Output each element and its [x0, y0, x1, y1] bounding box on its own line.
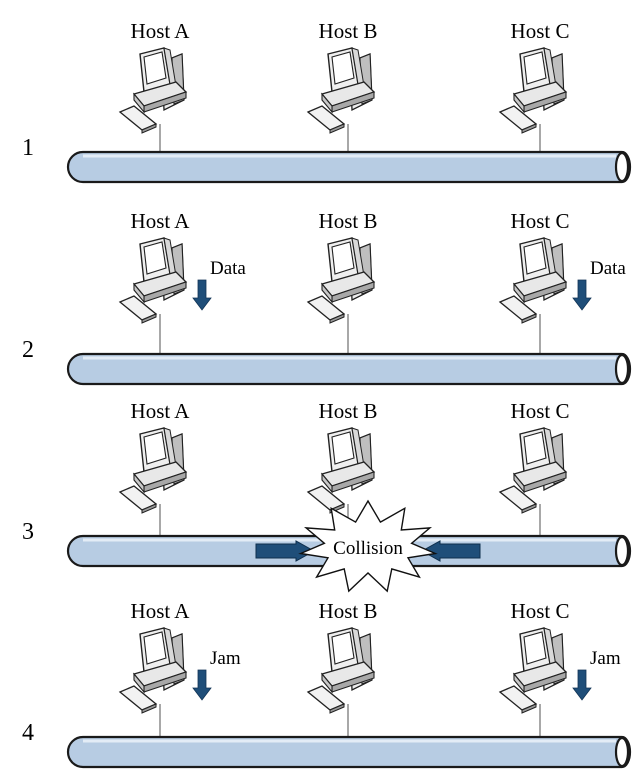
computer-icon — [118, 47, 188, 134]
host-label: Host A — [131, 399, 191, 423]
down-arrow-icon — [192, 669, 212, 701]
right-arrow-icon — [255, 540, 316, 562]
computer-icon — [306, 47, 376, 134]
host-label: Host B — [319, 209, 378, 233]
host-label: Host B — [319, 399, 378, 423]
host-label: Host C — [511, 19, 570, 43]
computer-icon — [118, 627, 188, 714]
step-number: 1 — [22, 135, 34, 161]
host-label: Host A — [131, 209, 191, 233]
signal-label: Data — [590, 258, 626, 279]
computer-icon — [306, 427, 376, 514]
collision-label: Collision — [333, 538, 403, 559]
host-label: Host C — [511, 399, 570, 423]
computer-icon — [498, 237, 568, 324]
down-arrow-icon — [192, 279, 212, 311]
step-number: 4 — [22, 720, 34, 746]
host-label: Host B — [319, 599, 378, 623]
collision-burst-icon — [298, 499, 438, 593]
step-number: 3 — [22, 519, 34, 545]
computer-icon — [306, 627, 376, 714]
computer-icon — [306, 237, 376, 324]
step-number: 2 — [22, 337, 34, 363]
computer-icon — [498, 47, 568, 134]
step-2: Host A Host B Host C 2 Data Data — [22, 209, 632, 386]
down-arrow-icon — [572, 669, 592, 701]
computer-icon — [118, 427, 188, 514]
computer-icon — [498, 427, 568, 514]
host-label: Host C — [511, 599, 570, 623]
left-arrow-icon — [420, 540, 481, 562]
step-1: Host A Host B Host C 1 — [22, 19, 632, 184]
signal-label: Jam — [590, 648, 621, 669]
host-label: Host A — [131, 19, 191, 43]
host-label: Host C — [511, 209, 570, 233]
host-label: Host B — [319, 19, 378, 43]
signal-label: Data — [210, 258, 246, 279]
computer-icon — [498, 627, 568, 714]
cable — [66, 735, 632, 769]
cable — [66, 352, 632, 386]
computer-icon — [118, 237, 188, 324]
cable — [66, 150, 632, 184]
step-4: Host A Host B Host C 4 Jam Jam — [22, 599, 632, 769]
signal-label: Jam — [210, 648, 241, 669]
host-label: Host A — [131, 599, 191, 623]
down-arrow-icon — [572, 279, 592, 311]
